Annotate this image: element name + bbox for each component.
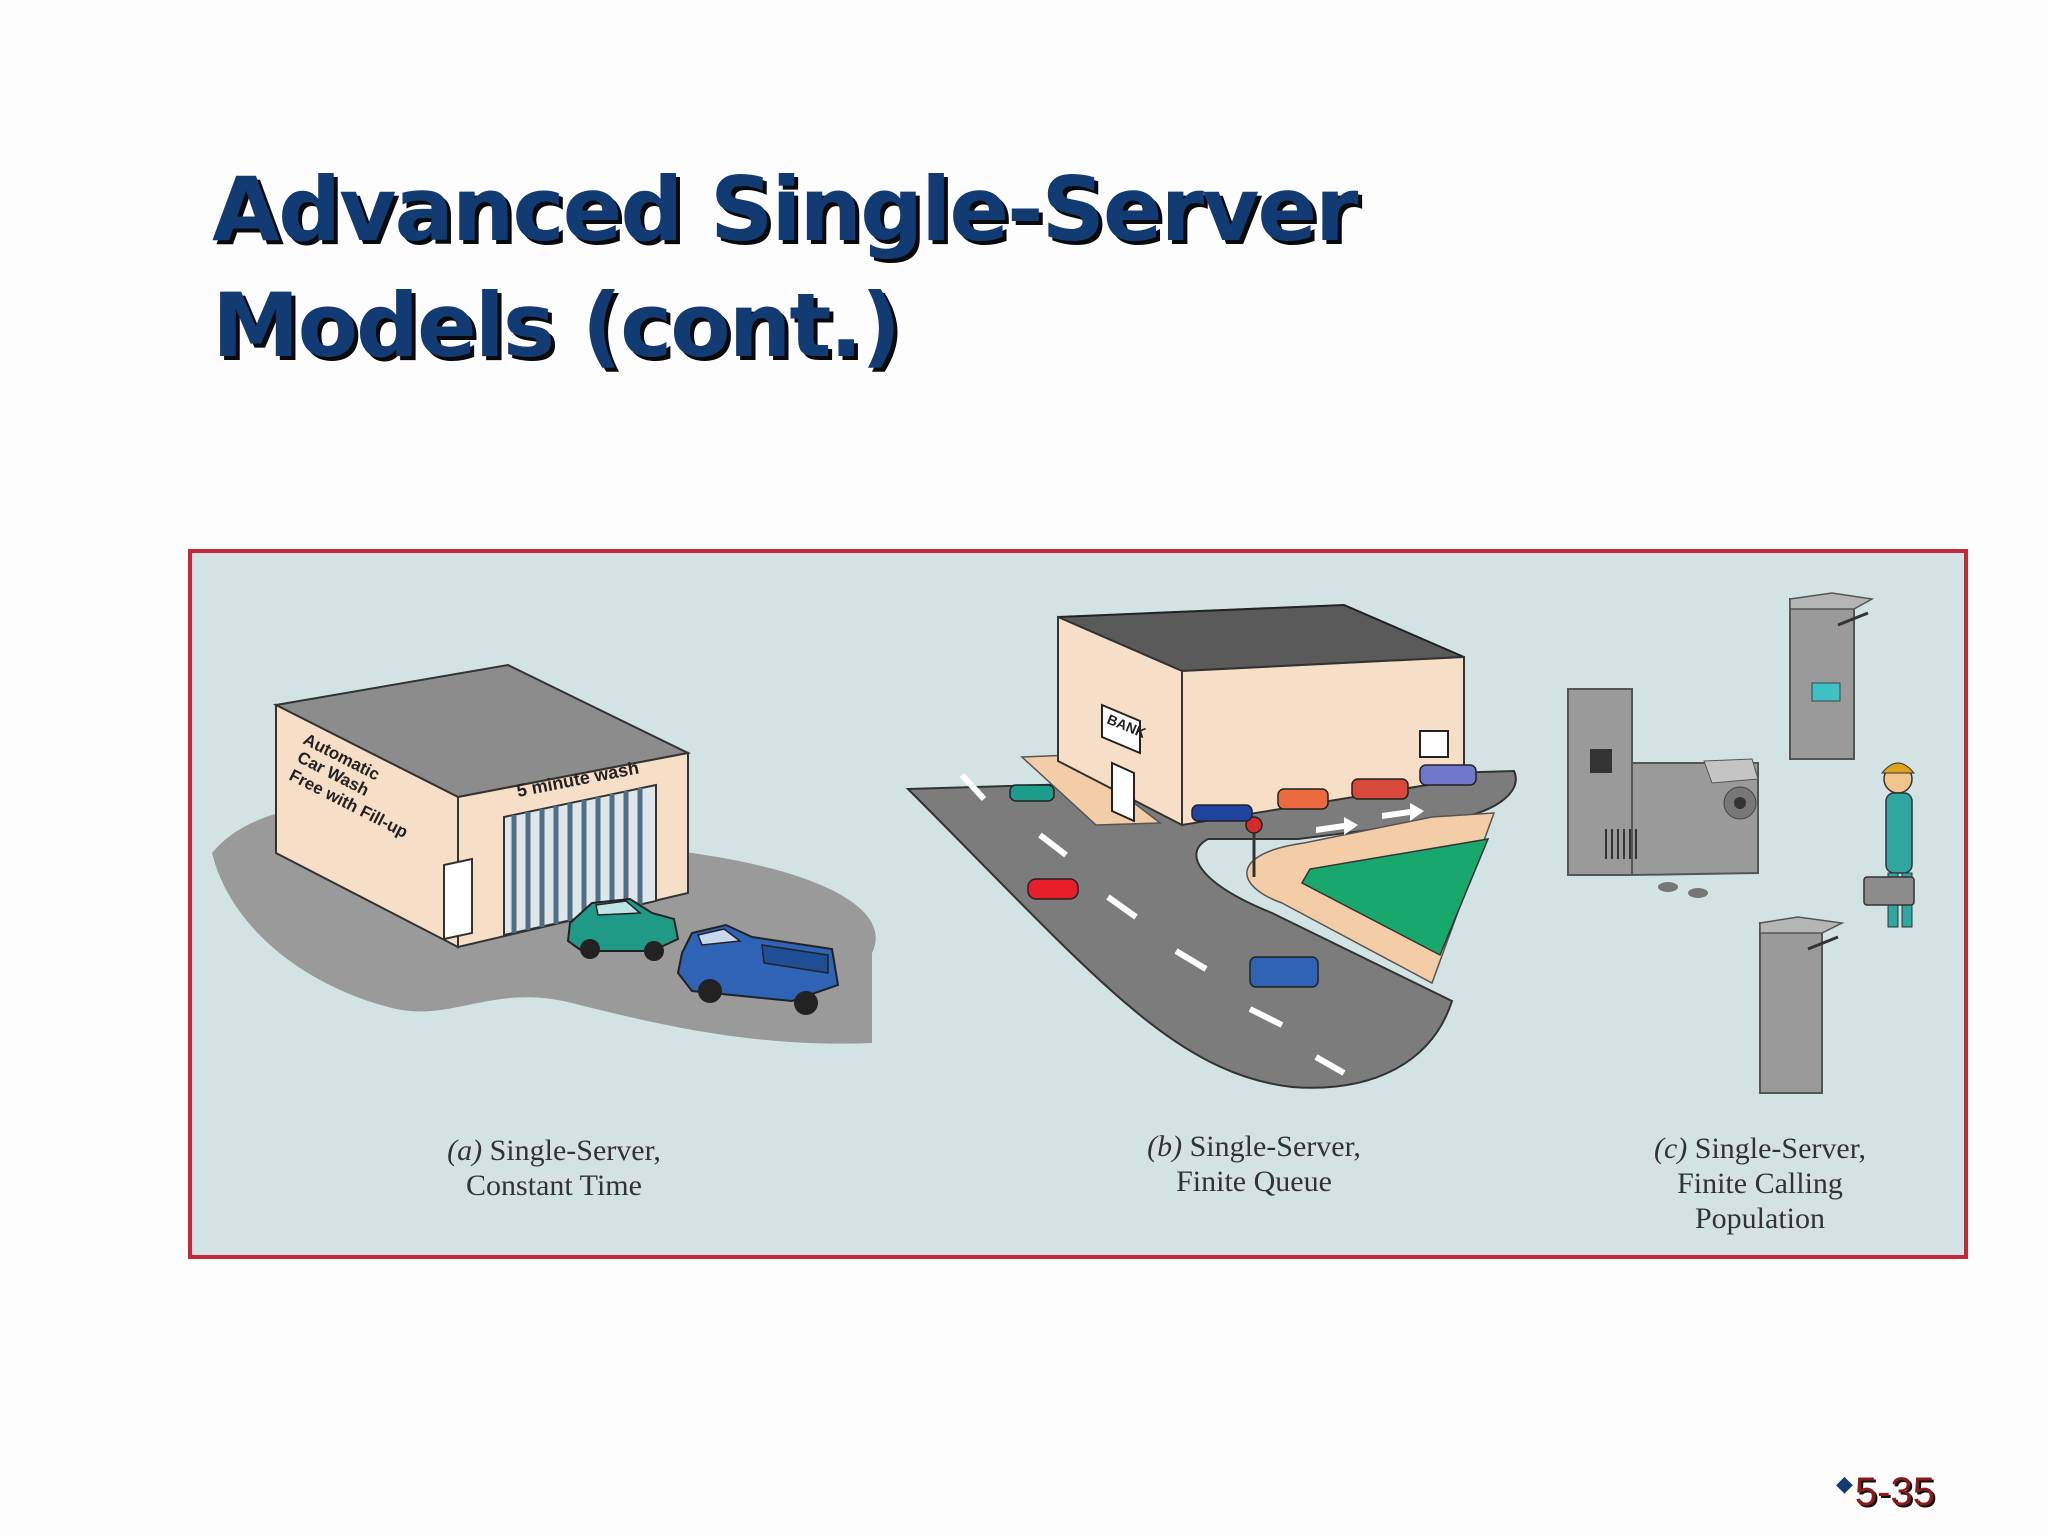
- page-number-label: 5-35: [1854, 1470, 1935, 1514]
- queue-models-figure: Automatic Car Wash Free with Fill-up 5 m…: [188, 549, 1968, 1259]
- machine-shop-illustration: [1567, 592, 1916, 1094]
- slide-title-line-2: Models (cont.): [212, 274, 901, 377]
- caption-b-line-2: Finite Queue: [1176, 1165, 1332, 1198]
- caption-a-letter: (a): [447, 1134, 483, 1167]
- caption-b-letter: (b): [1147, 1130, 1183, 1163]
- blue-pickup-truck: [676, 923, 840, 1015]
- slide-title-line-1: Advanced Single-Server: [212, 158, 1358, 261]
- caption-c-letter: (c): [1653, 1132, 1688, 1165]
- caption-c-line-1: Single-Server,: [1694, 1132, 1867, 1165]
- bullet-diamond-icon: ◆: [1836, 1470, 1853, 1496]
- caption-a-line-2: Constant Time: [466, 1169, 642, 1202]
- figure-illustrations: Automatic Car Wash Free with Fill-up 5 m…: [212, 592, 1916, 1094]
- caption-b-line-1: Single-Server,: [1189, 1130, 1361, 1163]
- caption-a-line-1: Single-Server,: [489, 1134, 661, 1167]
- green-car: [566, 897, 680, 961]
- caption-c-line-3: Population: [1694, 1202, 1825, 1235]
- slide-title: Advanced Single-Server Models (cont.): [212, 152, 1712, 384]
- repairman: [1863, 762, 1916, 928]
- page-number: ◆5-35: [1836, 1470, 1935, 1515]
- queue-cars: [1009, 764, 1477, 988]
- caption-c-line-2: Finite Calling: [1677, 1167, 1843, 1200]
- caption-c: (c) Single-Server, Finite Calling Popula…: [1610, 1131, 1910, 1236]
- caption-b: (b) Single-Server, Finite Queue: [1104, 1129, 1404, 1199]
- car-wash-illustration: Automatic Car Wash Free with Fill-up 5 m…: [212, 663, 876, 1044]
- caption-a: (a) Single-Server, Constant Time: [404, 1133, 704, 1203]
- bank-illustration: BANK: [905, 603, 1517, 1089]
